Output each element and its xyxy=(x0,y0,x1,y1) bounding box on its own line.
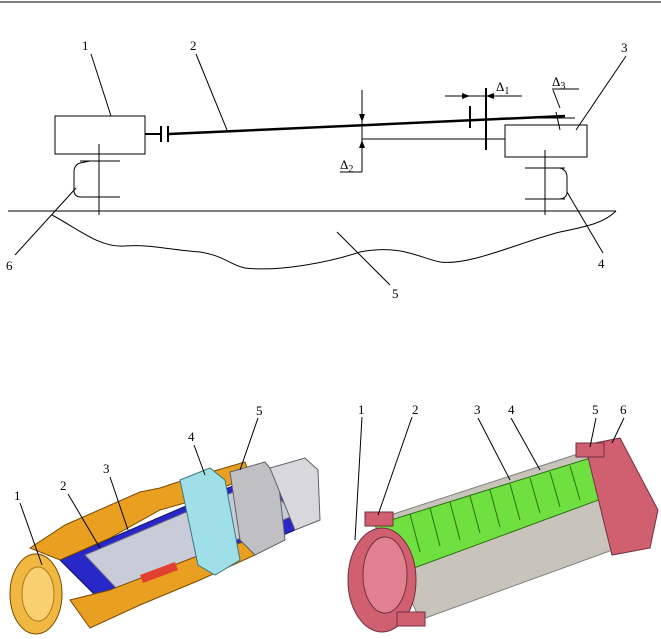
label-2: 2 xyxy=(190,38,197,53)
bl-label-5: 5 xyxy=(256,403,263,418)
br-leader-1 xyxy=(354,416,363,541)
br-label-5: 5 xyxy=(592,402,599,417)
leader-4 xyxy=(566,191,604,254)
bl-leader-2 xyxy=(67,493,101,549)
delta2-subscript: 2 xyxy=(348,164,353,175)
br-label-2: 2 xyxy=(412,402,419,417)
delta1-symbol: Δ xyxy=(496,79,504,94)
bl-leader-1 xyxy=(19,502,43,566)
br-leader-2 xyxy=(377,416,413,516)
delta3-subscript: 3 xyxy=(560,81,565,92)
clamp-right-top xyxy=(575,442,605,458)
br-leader-5 xyxy=(589,417,597,448)
br-label-3: 3 xyxy=(474,402,481,417)
delta1-arrow-right xyxy=(462,93,470,99)
leader-3 xyxy=(575,55,627,131)
clamp-left-bottom xyxy=(396,611,426,627)
leader-6 xyxy=(14,187,77,256)
delta2-arrow-up xyxy=(359,140,365,148)
leader-5 xyxy=(336,231,391,286)
shaft-alignment-diagram: 1 2 3 4 5 6 Δ1 Δ2 Δ3 xyxy=(6,38,628,301)
delta3-symbol: Δ xyxy=(552,74,560,89)
left-support xyxy=(73,160,92,198)
bl-label-4: 4 xyxy=(188,429,195,444)
motor-block xyxy=(54,115,146,155)
delta3-pointer xyxy=(552,89,561,109)
br-leader-6 xyxy=(611,417,625,444)
fitting-cutaway-illustration: 1 2 3 4 5 xyxy=(9,403,321,635)
nut-5 xyxy=(229,461,286,556)
threaded-end xyxy=(269,457,321,531)
label-1: 1 xyxy=(82,38,89,53)
label-6: 6 xyxy=(6,258,13,273)
delta1-label: Δ1 xyxy=(496,79,509,97)
bl-leader-5 xyxy=(239,417,259,471)
br-label-4: 4 xyxy=(508,402,515,417)
delta1-arrow-left xyxy=(486,93,494,99)
main-shaft xyxy=(168,114,566,136)
leader-2 xyxy=(195,53,228,131)
driven-block xyxy=(504,124,588,158)
label-5: 5 xyxy=(392,286,399,301)
label-4: 4 xyxy=(598,256,605,271)
nut-4 xyxy=(179,467,241,576)
br-leader-4 xyxy=(510,417,541,471)
delta2-symbol: Δ xyxy=(340,157,348,172)
front-nozzle-inner xyxy=(21,566,55,622)
bl-leader-3 xyxy=(109,476,129,531)
clamp-left-top xyxy=(364,511,394,527)
foundation-contour xyxy=(51,210,617,270)
left-end-ring-inner xyxy=(362,536,408,614)
delta2-label: Δ2 xyxy=(340,157,353,175)
delta3-tick xyxy=(555,111,561,131)
br-leader-3 xyxy=(477,417,511,481)
br-label-1: 1 xyxy=(358,402,365,417)
delta3-label: Δ3 xyxy=(552,74,565,92)
bellows-ribs xyxy=(409,465,581,553)
flexible-hose-illustration: 1 2 3 4 5 6 xyxy=(347,402,659,633)
delta2-arrow-down xyxy=(359,114,365,122)
leader-1 xyxy=(90,53,112,117)
bl-label-2: 2 xyxy=(60,478,67,493)
bl-label-3: 3 xyxy=(103,461,110,476)
bl-label-1: 1 xyxy=(14,488,21,503)
br-label-6: 6 xyxy=(620,402,627,417)
label-3: 3 xyxy=(621,40,628,55)
right-support xyxy=(545,167,568,200)
red-accent xyxy=(140,562,178,583)
bl-leader-4 xyxy=(193,444,206,476)
delta1-subscript: 1 xyxy=(504,86,509,97)
